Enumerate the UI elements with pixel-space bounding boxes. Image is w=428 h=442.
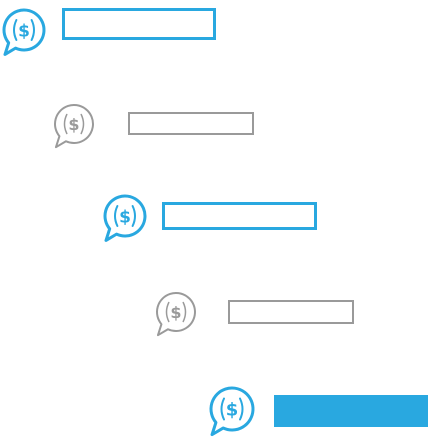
dollar-sign: $ bbox=[68, 115, 79, 134]
dollar-sign: $ bbox=[119, 207, 131, 227]
dollar-speech-bubble-icon: $ bbox=[51, 101, 103, 153]
speech-bubble-outline bbox=[209, 386, 255, 437]
dollar-sign: $ bbox=[226, 400, 239, 421]
dollar-speech-bubble-icon: $ bbox=[101, 192, 155, 246]
outline-bar bbox=[228, 300, 354, 324]
dollar-speech-bubble-icon: $ bbox=[153, 289, 205, 341]
speech-bubble-outline bbox=[2, 8, 46, 56]
speech-bubble-outline bbox=[54, 104, 94, 149]
dollar-speech-bubble-icon: $ bbox=[0, 6, 54, 60]
outline-bar bbox=[162, 202, 317, 230]
outline-bar bbox=[62, 8, 216, 40]
outline-bar bbox=[128, 112, 254, 135]
filled-bar bbox=[274, 395, 428, 427]
dollar-sign: $ bbox=[170, 303, 181, 322]
speech-bubble-outline bbox=[156, 292, 196, 337]
dollar-speech-bubble-icon: $ bbox=[207, 384, 263, 440]
speech-bubble-outline bbox=[103, 194, 147, 242]
dollar-sign: $ bbox=[18, 21, 30, 41]
